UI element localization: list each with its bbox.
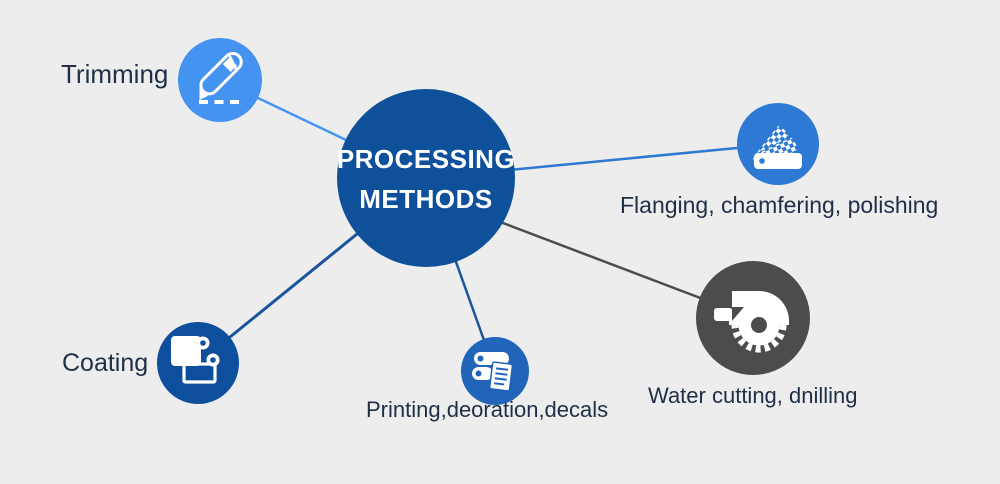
node-label-printing: Printing,deoration,decals <box>366 397 609 422</box>
color-swatch-fan-icon <box>751 125 802 169</box>
node-label-flanging: Flanging, chamfering, polishing <box>620 192 939 218</box>
central-node: PROCESSING METHODS <box>337 89 515 267</box>
paint-roller-icon <box>171 336 220 384</box>
node-circle-trimming <box>178 38 262 122</box>
node-circle-flanging <box>737 103 819 185</box>
node-label-coating: Coating <box>62 349 149 377</box>
node-label-trimming: Trimming <box>61 59 169 89</box>
printing-press-icon <box>472 352 514 392</box>
node-circle-printing <box>461 337 529 405</box>
node-label-water-cutting: Water cutting, dnilling <box>648 383 858 408</box>
central-title-line1: PROCESSING <box>336 144 516 174</box>
central-title-line2: METHODS <box>359 184 493 214</box>
node-circle-water-cutting <box>696 261 810 375</box>
node-circle-coating <box>157 322 239 404</box>
circular-saw-icon <box>714 291 789 353</box>
utility-knife-icon <box>199 51 243 104</box>
